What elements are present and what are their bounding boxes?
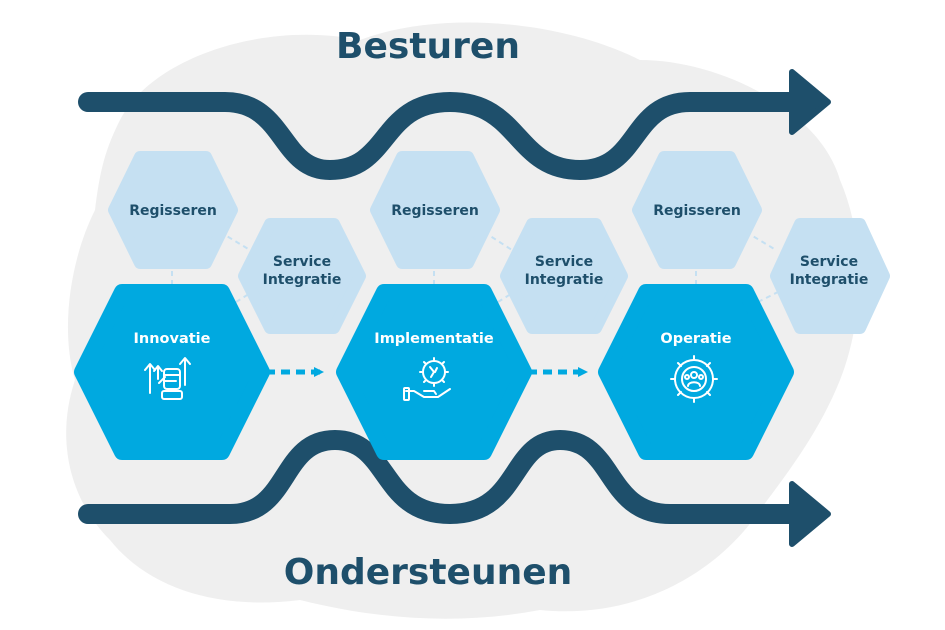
connector-line [483, 231, 513, 251]
stage-2-support: Regisseren Service Integratie [370, 151, 628, 334]
stage-1-support: Regisseren Service Integratie [108, 151, 366, 334]
label-implementatie: Implementatie [374, 331, 494, 347]
label-regisseren-2: Regisseren [391, 203, 479, 219]
stage-3-main: Operatie [598, 284, 794, 460]
connector-line [497, 291, 515, 303]
hex-service-integratie-1 [238, 218, 366, 334]
hex-regisseren-3 [632, 151, 762, 269]
label-integratie-3: Integratie [790, 272, 869, 288]
bottom-wave-arrow-line [78, 430, 808, 524]
gear-wrench-hand-icon [403, 357, 451, 401]
label-operatie: Operatie [660, 331, 731, 347]
bottom-arrowhead-icon [789, 481, 831, 547]
top-wave-arrow-line [78, 92, 808, 180]
label-service-2: Service [535, 254, 593, 270]
label-regisseren-1: Regisseren [129, 203, 217, 219]
connector-line [745, 231, 777, 251]
hex-innovatie [74, 284, 270, 460]
connector-line [757, 291, 779, 303]
label-innovatie: Innovatie [134, 331, 211, 347]
title-besturen: Besturen [336, 26, 520, 67]
top-arrowhead-icon [789, 69, 831, 135]
hex-service-integratie-3 [770, 218, 890, 334]
stage-2-main: Implementatie [336, 284, 532, 460]
hex-regisseren-2 [370, 151, 500, 269]
connector-line [235, 291, 253, 303]
label-service-3: Service [800, 254, 858, 270]
connector-line [219, 231, 251, 251]
stage-3-support: Regisseren Service Integratie [632, 151, 890, 334]
hex-regisseren-1 [108, 151, 238, 269]
fist-arrows-icon [144, 357, 191, 400]
label-integratie-2: Integratie [525, 272, 604, 288]
stage-1-main: Innovatie [74, 284, 270, 460]
title-ondersteunen: Ondersteunen [284, 552, 573, 593]
label-regisseren-3: Regisseren [653, 203, 741, 219]
hex-service-integratie-2 [500, 218, 628, 334]
label-service-1: Service [273, 254, 331, 270]
label-integratie-1: Integratie [263, 272, 342, 288]
gear-people-icon [670, 355, 718, 403]
